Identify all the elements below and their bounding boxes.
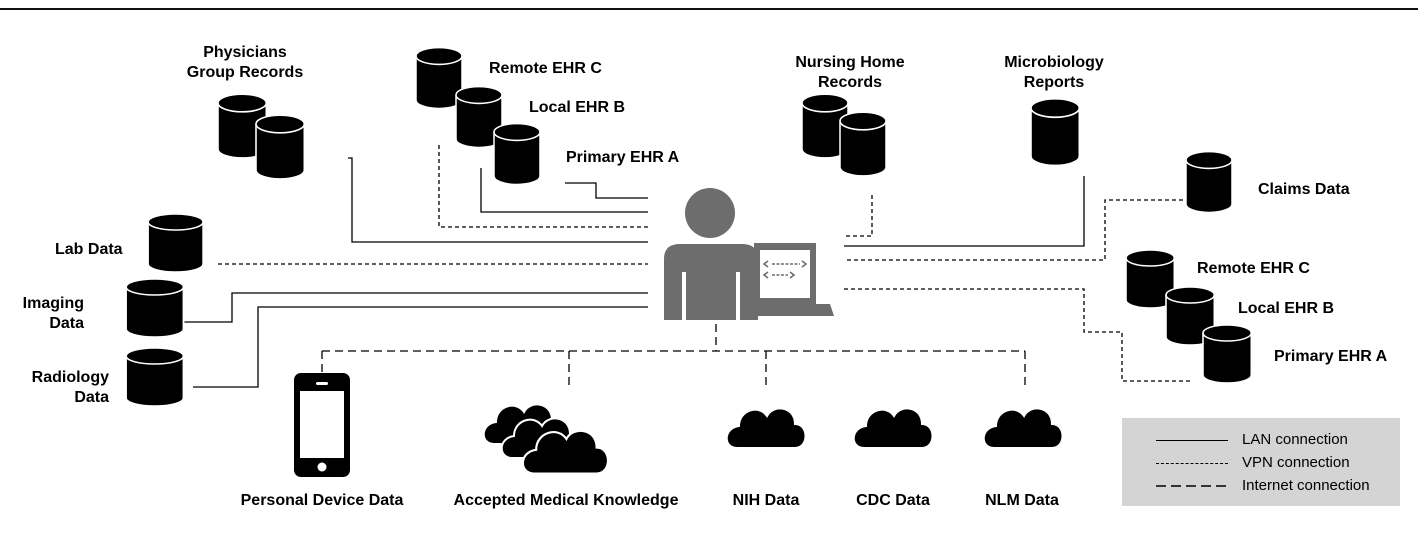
imaging-data-label: Imaging Data bbox=[0, 294, 84, 334]
lan-link-imaging bbox=[166, 292, 648, 323]
lan-link-radiology bbox=[193, 306, 648, 388]
vpn-link-right-ehr bbox=[844, 288, 1190, 382]
radiology-data-label: Radiology Data bbox=[0, 368, 109, 408]
legend-item-lan: LAN connection bbox=[1122, 430, 1400, 450]
database-icon bbox=[1202, 324, 1253, 384]
physicians-label-line2: Group Records bbox=[186, 64, 304, 81]
clinician-icon bbox=[664, 188, 758, 320]
primary-ehr-a-top-label: Primary EHR A bbox=[566, 149, 680, 166]
cloud-icon bbox=[725, 407, 807, 449]
database-icon bbox=[839, 111, 887, 177]
vpn-line-sample bbox=[1156, 463, 1228, 464]
claims-data-label: Claims Data bbox=[1258, 181, 1350, 198]
personal-device-data-label: Personal Device Data bbox=[240, 492, 404, 509]
nih-data-label: NIH Data bbox=[732, 492, 800, 509]
legend-lan-label: LAN connection bbox=[1242, 431, 1348, 448]
micro-label-line1: Microbiology bbox=[1004, 54, 1104, 71]
legend: LAN connection VPN connection Internet c… bbox=[1122, 418, 1400, 506]
remote-ehr-c-right-label: Remote EHR C bbox=[1197, 260, 1310, 277]
laptop-icon bbox=[740, 243, 834, 316]
internet-line-sample bbox=[1156, 485, 1228, 487]
radiology-label-line1: Radiology bbox=[31, 369, 109, 386]
microbiology-reports-label: Microbiology Reports bbox=[1004, 53, 1104, 93]
nlm-data-label: NLM Data bbox=[985, 492, 1059, 509]
accepted-medical-knowledge-label: Accepted Medical Knowledge bbox=[453, 492, 679, 509]
local-ehr-b-top-label: Local EHR B bbox=[529, 99, 626, 116]
imaging-label-line2: Data bbox=[49, 315, 84, 332]
lab-data-label: Lab Data bbox=[55, 241, 123, 258]
top-rule bbox=[0, 8, 1418, 10]
physicians-label-line1: Physicians bbox=[203, 44, 287, 61]
lan-link-primary-ehr-a-top bbox=[565, 182, 648, 199]
database-icon bbox=[415, 46, 463, 110]
imaging-label-line1: Imaging bbox=[22, 295, 84, 312]
smartphone-icon bbox=[294, 373, 350, 477]
legend-internet-label: Internet connection bbox=[1242, 477, 1370, 494]
code-brackets-icon bbox=[762, 260, 808, 279]
remote-ehr-c-top-label: Remote EHR C bbox=[489, 60, 602, 77]
database-icon bbox=[1185, 150, 1233, 214]
nursing-label-line2: Records bbox=[817, 74, 883, 91]
cdc-data-label: CDC Data bbox=[856, 492, 930, 509]
database-icon bbox=[125, 278, 185, 338]
nursing-label-line1: Nursing Home bbox=[795, 54, 905, 71]
legend-vpn-label: VPN connection bbox=[1242, 454, 1350, 471]
database-icon bbox=[125, 347, 185, 407]
legend-item-internet: Internet connection bbox=[1122, 476, 1400, 496]
vpn-link-nursing bbox=[844, 195, 873, 237]
micro-label-line2: Reports bbox=[1023, 74, 1085, 91]
radiology-label-line2: Data bbox=[74, 389, 109, 406]
database-icon bbox=[147, 213, 205, 273]
cloud-icon bbox=[982, 407, 1064, 449]
cloud-icon bbox=[852, 407, 934, 449]
lan-link-local-ehr-b-top bbox=[480, 168, 648, 213]
nursing-home-records-label: Nursing Home Records bbox=[795, 53, 904, 93]
primary-ehr-a-right-label: Primary EHR A bbox=[1274, 348, 1388, 365]
lan-link-physicians bbox=[348, 157, 648, 243]
local-ehr-b-right-label: Local EHR B bbox=[1238, 300, 1335, 317]
database-icon bbox=[255, 114, 306, 180]
legend-item-vpn: VPN connection bbox=[1122, 453, 1400, 473]
database-icon bbox=[493, 122, 541, 186]
database-icon bbox=[1030, 97, 1081, 167]
lan-link-microbiology bbox=[844, 176, 1085, 247]
lan-line-sample bbox=[1156, 440, 1228, 441]
physicians-group-records-label: Physicians Group Records bbox=[187, 43, 303, 83]
vpn-link-claims bbox=[844, 199, 1183, 261]
